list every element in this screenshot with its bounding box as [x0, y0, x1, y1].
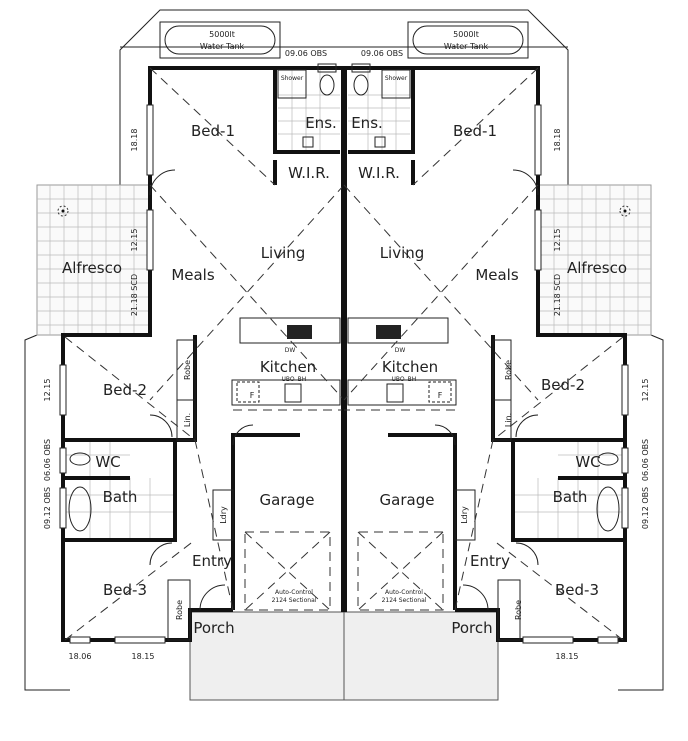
room-robe: Robe — [504, 360, 513, 380]
fridge-label: F — [250, 391, 255, 400]
room-alfresco: Alfresco — [567, 259, 627, 277]
right-unit-labels: 5000lt Water Tank 09.06 OBS Shower Bed-1… — [351, 30, 650, 661]
garage-door-label: Auto-Control — [275, 589, 313, 596]
room-garage: Garage — [260, 491, 315, 509]
dimension: 21.18 SCD — [130, 274, 139, 316]
room-bed-1: Bed-1 — [453, 122, 497, 140]
dishwasher-label: DW — [395, 347, 406, 354]
shower-label: Shower — [281, 75, 304, 82]
room-garage: Garage — [380, 491, 435, 509]
room-linen: Lin. — [183, 413, 192, 427]
left-unit-labels: 5000lt Water Tank 09.06 OBS Shower Bed-1… — [43, 30, 337, 661]
room-meals: Meals — [171, 266, 215, 284]
room-robe: Robe — [183, 360, 192, 380]
room-robe: Robe — [514, 600, 523, 620]
room-bed-3: Bed-3 — [555, 581, 599, 599]
water-tank-capacity: 5000lt — [453, 30, 479, 39]
dimension: 18.15 — [556, 652, 579, 661]
oven-label: UBO — [281, 376, 294, 383]
dimension: 18.18 — [130, 129, 139, 152]
water-tank-label: Water Tank — [444, 42, 489, 51]
dimension: 12.15 — [553, 229, 562, 252]
room-bed-3: Bed-3 — [103, 581, 147, 599]
room-bed-2: Bed-2 — [103, 381, 147, 399]
room-porch: Porch — [451, 619, 492, 637]
room-laundry: Ldry — [460, 506, 469, 524]
room-entry: Entry — [192, 552, 232, 570]
room-bed-1: Bed-1 — [191, 122, 235, 140]
room-robe: Robe — [175, 600, 184, 620]
garage-door-label: Auto-Control — [385, 589, 423, 596]
room-linen: Lin. — [504, 413, 513, 427]
dimension: 06.06 OBS — [43, 439, 52, 481]
room-wc: WC — [575, 453, 600, 471]
room-bath: Bath — [103, 488, 138, 506]
room-ensuite: Ens. — [351, 114, 383, 132]
dishwasher-label: DW — [285, 347, 296, 354]
room-living: Living — [380, 244, 425, 262]
window-label: 09.06 OBS — [285, 49, 327, 58]
dimension: 09.12 OBS — [43, 487, 52, 529]
garage-door-type: 2124 Sectional — [272, 597, 317, 604]
dimension: 06.06 OBS — [641, 439, 650, 481]
room-living: Living — [261, 244, 306, 262]
room-kitchen: Kitchen — [260, 358, 316, 376]
dimension: 12.15 — [641, 379, 650, 402]
room-kitchen: Kitchen — [382, 358, 438, 376]
oven-label: UBO — [391, 376, 404, 383]
dimension: 12.15 — [130, 229, 139, 252]
room-meals: Meals — [475, 266, 519, 284]
dimension: 18.18 — [553, 129, 562, 152]
shower-label: Shower — [385, 75, 408, 82]
dimension: 18.15 — [132, 652, 155, 661]
rangehood-label: BH — [408, 376, 417, 383]
room-laundry: Ldry — [219, 506, 228, 524]
fridge-label: F — [438, 391, 443, 400]
room-alfresco: Alfresco — [62, 259, 122, 277]
dimension: 18.06 — [69, 652, 92, 661]
room-wir: W.I.R. — [358, 164, 400, 182]
room-wc: WC — [95, 453, 120, 471]
water-tank-capacity: 5000lt — [209, 30, 235, 39]
room-porch: Porch — [193, 619, 234, 637]
window-label: 09.06 OBS — [361, 49, 403, 58]
garage-door-type: 2124 Sectional — [382, 597, 427, 604]
room-ensuite: Ens. — [305, 114, 337, 132]
water-tank-label: Water Tank — [200, 42, 245, 51]
room-entry: Entry — [470, 552, 510, 570]
dimension: 12.15 — [43, 379, 52, 402]
dimension: 09.12 OBS — [641, 487, 650, 529]
room-bath: Bath — [553, 488, 588, 506]
room-bed-2: Bed-2 — [541, 376, 585, 394]
room-wir: W.I.R. — [288, 164, 330, 182]
dimension: 21.18 SCD — [553, 274, 562, 316]
rangehood-label: BH — [298, 376, 307, 383]
